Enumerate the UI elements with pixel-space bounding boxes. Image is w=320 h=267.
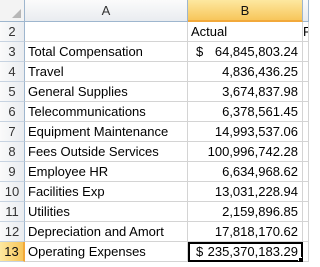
row-header[interactable]: 6 bbox=[0, 102, 25, 122]
value-cell[interactable]: 6,634,968.62 bbox=[188, 162, 303, 182]
cell-value: 6,378,561.45 bbox=[222, 104, 298, 119]
fill-handle[interactable] bbox=[298, 257, 302, 261]
currency-symbol: $ bbox=[196, 244, 204, 259]
row-header[interactable]: 12 bbox=[0, 222, 25, 242]
currency-symbol: $ bbox=[196, 44, 204, 59]
column-header-row: A B bbox=[0, 0, 309, 22]
row-header[interactable]: 10 bbox=[0, 182, 25, 202]
cell-a[interactable] bbox=[25, 22, 188, 42]
cell-c[interactable] bbox=[303, 242, 309, 262]
cell-value: 64,845,803.24 bbox=[214, 44, 298, 59]
value-cell[interactable]: 14,993,537.06 bbox=[188, 122, 303, 142]
cell-c[interactable] bbox=[303, 142, 309, 162]
select-all-corner[interactable] bbox=[0, 0, 25, 22]
cell-c[interactable] bbox=[303, 202, 309, 222]
active-cell[interactable]: $235,370,183.29 bbox=[188, 242, 303, 262]
row-label-cell[interactable]: Operating Expenses bbox=[25, 242, 188, 262]
cell-value: 3,674,837.98 bbox=[222, 84, 298, 99]
row-header[interactable]: 3 bbox=[0, 42, 25, 62]
row-label-cell[interactable]: Fees Outside Services bbox=[25, 142, 188, 162]
value-cell[interactable]: 100,996,742.28 bbox=[188, 142, 303, 162]
row-label-cell[interactable]: Equipment Maintenance bbox=[25, 122, 188, 142]
cell-value: 17,818,170.62 bbox=[214, 224, 298, 239]
select-all-triangle-icon bbox=[12, 9, 21, 18]
cell-c[interactable] bbox=[303, 122, 309, 142]
row-label-cell[interactable]: Utilities bbox=[25, 202, 188, 222]
cell-value: 100,996,742.28 bbox=[207, 144, 298, 159]
value-cell[interactable]: 6,378,561.45 bbox=[188, 102, 303, 122]
value-cell[interactable]: $64,845,803.24 bbox=[188, 42, 303, 62]
cell-b-actual-header[interactable]: Actual bbox=[188, 22, 303, 42]
column-header-a[interactable]: A bbox=[25, 0, 188, 22]
cell-c[interactable] bbox=[303, 62, 309, 82]
cell-c[interactable] bbox=[303, 162, 309, 182]
value-cell[interactable]: 4,836,436.25 bbox=[188, 62, 303, 82]
cell-c[interactable] bbox=[303, 42, 309, 62]
row-header[interactable]: 11 bbox=[0, 202, 25, 222]
cell-value: 235,370,183.29 bbox=[207, 244, 298, 259]
row-header[interactable]: 5 bbox=[0, 82, 25, 102]
cell-value: 13,031,228.94 bbox=[214, 184, 298, 199]
spreadsheet-grid: A B 2ActualF3Total Compensation$64,845,8… bbox=[0, 0, 309, 262]
row-header[interactable]: 8 bbox=[0, 142, 25, 162]
row-label-cell[interactable]: Telecommunications bbox=[25, 102, 188, 122]
column-header-c[interactable] bbox=[303, 0, 309, 22]
row-label-cell[interactable]: Employee HR bbox=[25, 162, 188, 182]
cell-value: 2,159,896.85 bbox=[222, 204, 298, 219]
column-header-b[interactable]: B bbox=[188, 0, 303, 22]
cell-c[interactable] bbox=[303, 182, 309, 202]
value-cell[interactable]: 2,159,896.85 bbox=[188, 202, 303, 222]
cell-c[interactable] bbox=[303, 82, 309, 102]
cell-c[interactable] bbox=[303, 102, 309, 122]
row-label-cell[interactable]: Depreciation and Amort bbox=[25, 222, 188, 242]
row-header[interactable]: 4 bbox=[0, 62, 25, 82]
cell-value: 6,634,968.62 bbox=[222, 164, 298, 179]
cell-c[interactable]: F bbox=[303, 22, 309, 42]
row-label-cell[interactable]: Total Compensation bbox=[25, 42, 188, 62]
row-header[interactable]: 7 bbox=[0, 122, 25, 142]
row-header[interactable]: 13 bbox=[0, 242, 25, 262]
row-label-cell[interactable]: Travel bbox=[25, 62, 188, 82]
row-header[interactable]: 9 bbox=[0, 162, 25, 182]
cell-c[interactable] bbox=[303, 222, 309, 242]
cell-value: 14,993,537.06 bbox=[214, 124, 298, 139]
value-cell[interactable]: 13,031,228.94 bbox=[188, 182, 303, 202]
row-label-cell[interactable]: Facilities Exp bbox=[25, 182, 188, 202]
value-cell[interactable]: 17,818,170.62 bbox=[188, 222, 303, 242]
row-label-cell[interactable]: General Supplies bbox=[25, 82, 188, 102]
row-header[interactable]: 2 bbox=[0, 22, 25, 42]
value-cell[interactable]: 3,674,837.98 bbox=[188, 82, 303, 102]
cell-value: 4,836,436.25 bbox=[222, 64, 298, 79]
